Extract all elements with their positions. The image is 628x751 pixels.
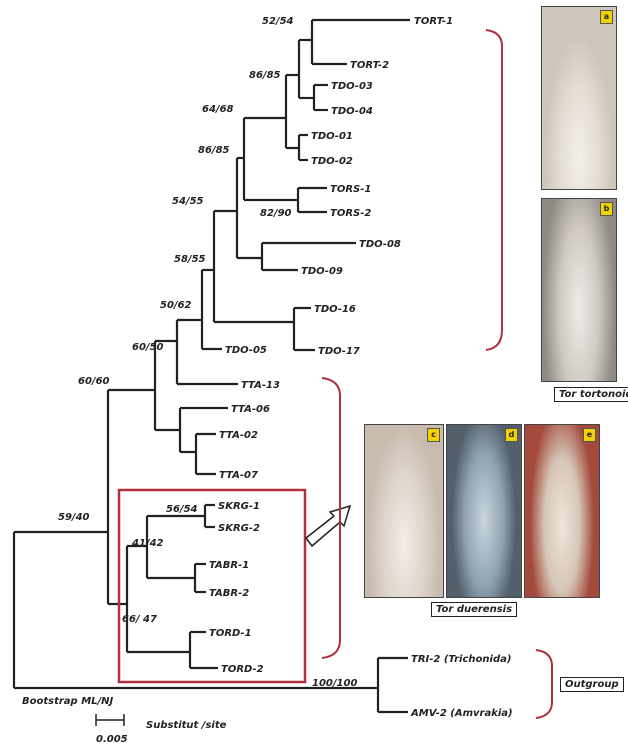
bracket-outgroup (536, 650, 552, 718)
scale-value: 0.005 (96, 734, 128, 745)
tip-tdo01: TDO-01 (311, 131, 353, 142)
caption-tortonoides: Tor tortonoides (554, 387, 628, 402)
tip-tta06: TTA-06 (231, 404, 270, 415)
tip-tdo17: TDO-17 (318, 346, 360, 357)
arrow-icon (306, 506, 350, 546)
tip-tdo09: TDO-09 (301, 266, 343, 277)
tip-tdo02: TDO-02 (311, 156, 353, 167)
tip-tdo16: TDO-16 (314, 304, 356, 315)
photo-c: c (364, 424, 444, 598)
tip-skrg2: SKRG-2 (218, 523, 260, 534)
tip-skrg1: SKRG-1 (218, 501, 260, 512)
badge-c: c (427, 428, 440, 442)
tip-tors2: TORS-2 (330, 208, 371, 219)
support-skrg: 56/54 (166, 504, 198, 515)
tip-tdo08: TDO-08 (359, 239, 401, 250)
bracket-tortonoides (486, 30, 502, 350)
support-root: 59/40 (58, 512, 90, 523)
support-tors: 82/90 (260, 208, 292, 219)
scale-unit: Substitut /site (146, 720, 227, 731)
scale-bar (96, 714, 124, 726)
photo-a: a (541, 6, 617, 190)
tip-tdo03: TDO-03 (331, 81, 373, 92)
photo-e: e (524, 424, 600, 598)
tip-tri2: TRI-2 (Trichonida) (411, 654, 511, 665)
support-node-a: 64/68 (202, 104, 234, 115)
tree-branches (14, 20, 410, 712)
photo-b: b (541, 198, 617, 382)
support-node-d: 58/55 (174, 254, 206, 265)
support-node-g: 60/60 (78, 376, 110, 387)
support-node-c: 54/55 (172, 196, 204, 207)
tip-tort1: TORT-1 (414, 16, 453, 27)
support-outgroup: 100/100 (312, 678, 357, 689)
legend-method: Bootstrap ML/NJ (22, 696, 114, 707)
support-node-h: 41/42 (131, 538, 164, 549)
tip-tord1: TORD-1 (209, 628, 252, 639)
tip-tort2: TORT-2 (350, 60, 389, 71)
support-node-i: 66/ 47 (122, 614, 157, 625)
tip-tta02: TTA-02 (219, 430, 258, 441)
photo-d: d (446, 424, 522, 598)
caption-outgroup: Outgroup (560, 677, 624, 692)
badge-d: d (505, 428, 518, 442)
tip-tta07: TTA-07 (219, 470, 258, 481)
support-tort-tdo: 86/85 (249, 70, 281, 81)
support-node-f: 60/50 (132, 342, 164, 353)
tip-tord2: TORD-2 (221, 664, 264, 675)
tip-tors1: TORS-1 (330, 184, 371, 195)
tip-amv2: AMV-2 (Amvrakia) (410, 708, 513, 719)
tip-tabr1: TABR-1 (209, 560, 249, 571)
tip-tabr2: TABR-2 (209, 588, 249, 599)
tip-tdo04: TDO-04 (331, 106, 373, 117)
support-node-e: 50/62 (160, 300, 192, 311)
badge-e: e (583, 428, 596, 442)
tip-tta13: TTA-13 (241, 380, 280, 391)
support-node-b: 86/85 (198, 145, 230, 156)
caption-duerensis: Tor duerensis (431, 602, 517, 617)
tip-tdo05: TDO-05 (225, 345, 267, 356)
support-tort: 52/54 (262, 16, 294, 27)
support-values: 52/54 86/85 64/68 86/85 82/90 54/55 58/5… (58, 16, 357, 689)
badge-a: a (600, 10, 613, 24)
badge-b: b (600, 202, 613, 216)
